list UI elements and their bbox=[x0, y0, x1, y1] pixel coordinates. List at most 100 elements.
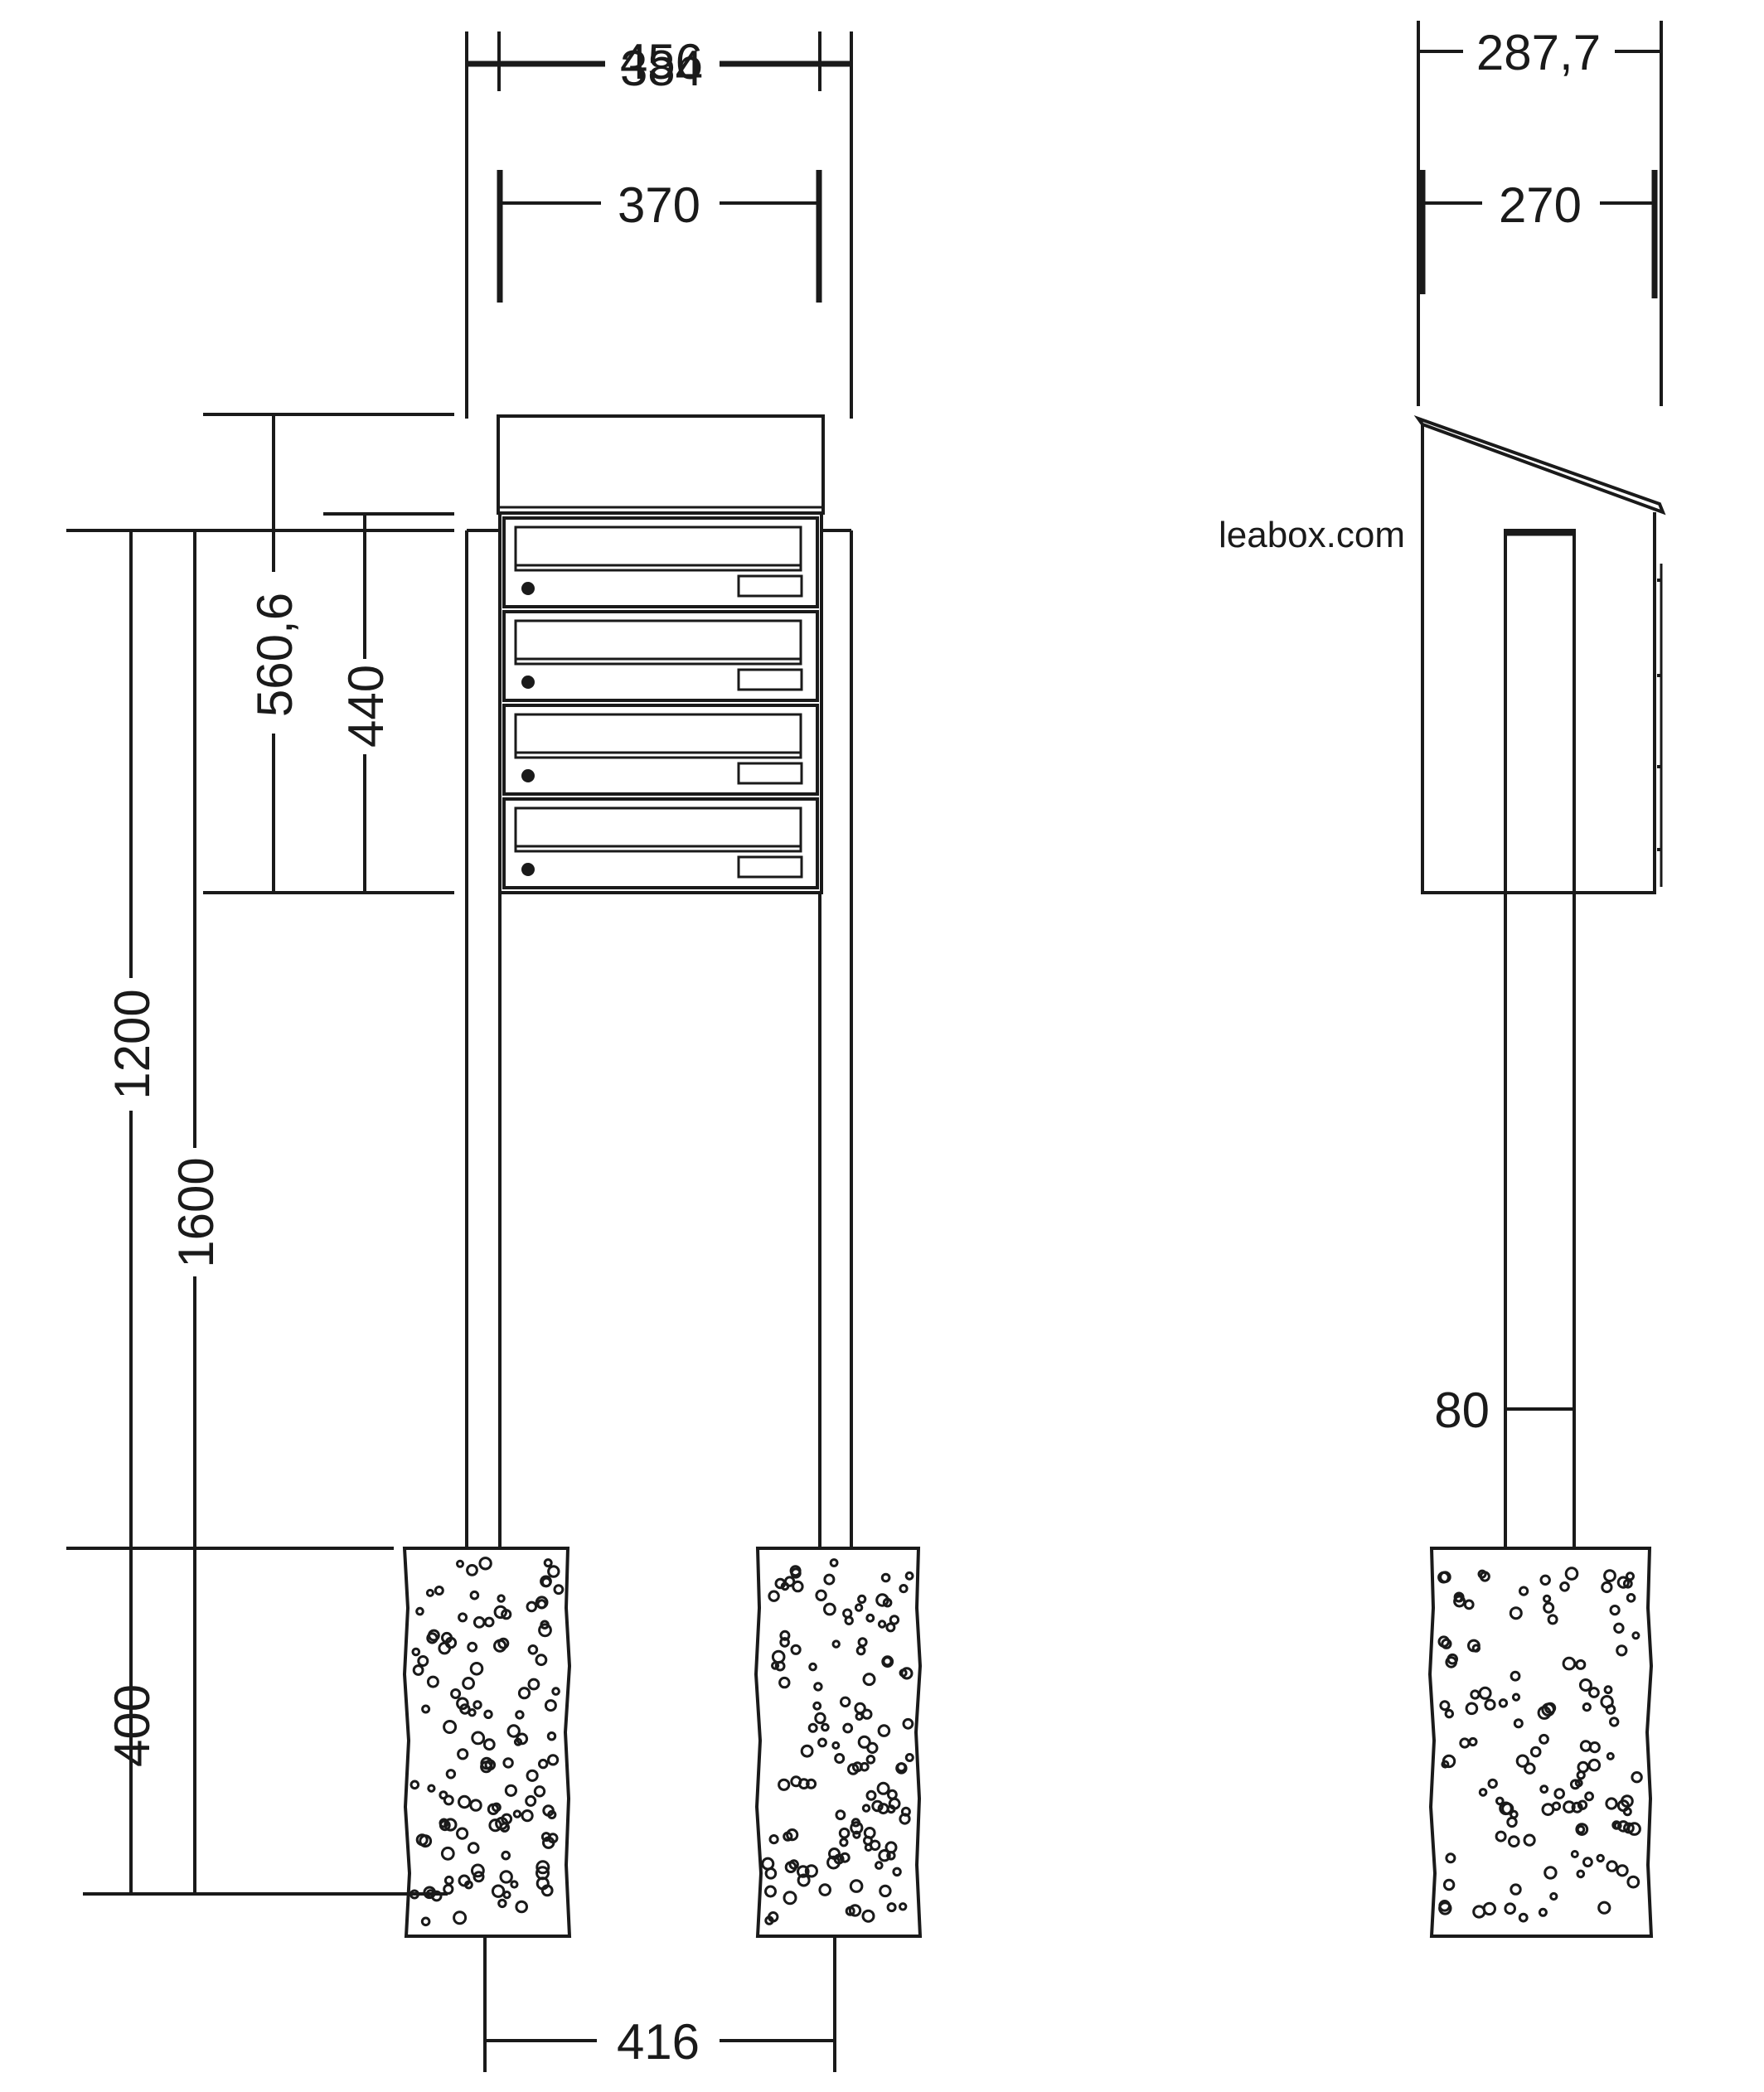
aggregate-dot bbox=[823, 1602, 836, 1616]
aggregate-dot bbox=[440, 1846, 455, 1861]
mailbox-door bbox=[502, 516, 819, 608]
aggregate-dot bbox=[1588, 1687, 1600, 1698]
aggregate-dot bbox=[1441, 1638, 1452, 1649]
aggregate-dot bbox=[1539, 1733, 1549, 1745]
aggregate-dot bbox=[1626, 1593, 1636, 1603]
aggregate-dot bbox=[840, 1696, 851, 1708]
aggregate-dot bbox=[1539, 1574, 1551, 1586]
aggregate-dot bbox=[456, 1697, 469, 1711]
aggregate-dot bbox=[861, 1708, 873, 1720]
aggregate-dot bbox=[1524, 1762, 1536, 1775]
aggregate-dot bbox=[526, 1600, 538, 1613]
aggregate-dot bbox=[469, 1662, 484, 1676]
aggregate-dot bbox=[499, 1870, 513, 1884]
aggregate-dot bbox=[1495, 1796, 1505, 1806]
aggregate-dot bbox=[835, 1809, 846, 1821]
aggregate-dot bbox=[1467, 1639, 1480, 1653]
aggregate-dot bbox=[850, 1818, 861, 1828]
aggregate-dot bbox=[492, 1802, 502, 1813]
aggregate-dot bbox=[1623, 1822, 1635, 1834]
dim-post-spacing: 416 bbox=[617, 2014, 700, 2070]
aggregate-dot bbox=[426, 1632, 439, 1644]
aggregate-dot bbox=[419, 1834, 433, 1848]
aggregate-dot bbox=[1549, 1891, 1558, 1901]
aggregate-dot bbox=[876, 1781, 890, 1795]
letter-slot bbox=[514, 713, 802, 759]
aggregate-dot bbox=[771, 1661, 780, 1670]
aggregate-dot bbox=[456, 1559, 464, 1568]
aggregate-dot bbox=[1616, 1864, 1629, 1877]
aggregate-dot bbox=[892, 1867, 902, 1877]
mailbox-door bbox=[502, 797, 819, 889]
aggregate-dot bbox=[412, 1664, 424, 1676]
aggregate-dot bbox=[857, 1735, 871, 1749]
aggregate-dot bbox=[547, 1565, 560, 1578]
aggregate-dot bbox=[411, 1647, 421, 1657]
aggregate-dot bbox=[789, 1565, 802, 1577]
aggregate-dot bbox=[1569, 1779, 1581, 1790]
aggregate-dot bbox=[818, 1883, 832, 1896]
post-spacing-dimension: 416 bbox=[483, 1936, 836, 2072]
dim-height-box: 440 bbox=[338, 665, 394, 748]
aggregate-dot bbox=[1597, 1901, 1611, 1915]
aggregate-dot bbox=[502, 1757, 514, 1769]
aggregate-dot bbox=[1453, 1591, 1465, 1603]
aggregate-dot bbox=[521, 1809, 534, 1823]
aggregate-dot bbox=[812, 1701, 822, 1711]
aggregate-dot bbox=[547, 1754, 560, 1766]
aggregate-dot bbox=[831, 1639, 841, 1649]
aggregate-dot bbox=[525, 1794, 537, 1807]
aggregate-dot bbox=[849, 1879, 864, 1893]
aggregate-dot bbox=[806, 1778, 817, 1789]
aggregate-dot bbox=[813, 1682, 823, 1692]
aggregate-dot bbox=[472, 1616, 486, 1629]
aggregate-dot bbox=[1577, 1760, 1590, 1774]
aggregate-dot bbox=[526, 1769, 539, 1782]
name-plate bbox=[737, 855, 803, 879]
aggregate-dot bbox=[1541, 1803, 1555, 1817]
dim-post-height: 1200 bbox=[104, 989, 160, 1099]
aggregate-dot bbox=[538, 1758, 549, 1770]
aggregate-dot bbox=[1495, 1830, 1507, 1843]
aggregate-dot bbox=[852, 1830, 861, 1839]
front-mailbox-assembly bbox=[467, 414, 851, 894]
aggregate-dot bbox=[538, 1623, 552, 1638]
aggregate-dot bbox=[885, 1622, 896, 1633]
aggregate-dot bbox=[764, 1885, 777, 1898]
aggregate-dot bbox=[504, 1784, 518, 1797]
aggregate-dot bbox=[1439, 1571, 1451, 1583]
dim-post-width: 80 bbox=[1434, 1383, 1490, 1438]
aggregate-dot bbox=[458, 1612, 468, 1623]
aggregate-dot bbox=[814, 1712, 826, 1725]
aggregate-dot bbox=[1509, 1606, 1523, 1620]
aggregate-dot bbox=[815, 1589, 827, 1602]
aggregate-dot bbox=[1447, 1653, 1458, 1665]
aggregate-dot bbox=[1575, 1823, 1589, 1837]
aggregate-dot bbox=[861, 1909, 875, 1923]
aggregate-dot bbox=[1603, 1569, 1616, 1582]
aggregate-dot bbox=[1510, 1670, 1521, 1682]
aggregate-dot bbox=[877, 1803, 889, 1815]
aggregate-dot bbox=[861, 1804, 871, 1813]
aggregate-dot bbox=[1626, 1571, 1635, 1581]
aggregate-dot bbox=[875, 1861, 884, 1870]
aggregate-dot bbox=[434, 1586, 444, 1596]
aggregate-dot bbox=[546, 1731, 557, 1741]
aggregate-dot bbox=[854, 1603, 864, 1612]
aggregate-dot bbox=[1600, 1695, 1614, 1709]
dim-overall-width-a: 456 bbox=[620, 34, 703, 90]
aggregate-dot bbox=[1484, 1698, 1496, 1711]
aggregate-dot bbox=[1529, 1746, 1542, 1758]
aggregate-dot bbox=[880, 1572, 891, 1583]
aggregate-dot bbox=[889, 1615, 900, 1625]
aggregate-dot bbox=[1559, 1581, 1570, 1592]
aggregate-dot bbox=[425, 1588, 434, 1597]
front-foundation-left bbox=[402, 1547, 572, 1938]
aggregate-dot bbox=[783, 1831, 793, 1842]
aggregate-dot bbox=[417, 1655, 429, 1667]
aggregate-dot bbox=[848, 1904, 862, 1917]
aggregate-dot bbox=[904, 1753, 914, 1762]
aggregate-dot bbox=[865, 1789, 877, 1801]
aggregate-dot bbox=[866, 1741, 879, 1754]
aggregate-dot bbox=[471, 1731, 486, 1746]
